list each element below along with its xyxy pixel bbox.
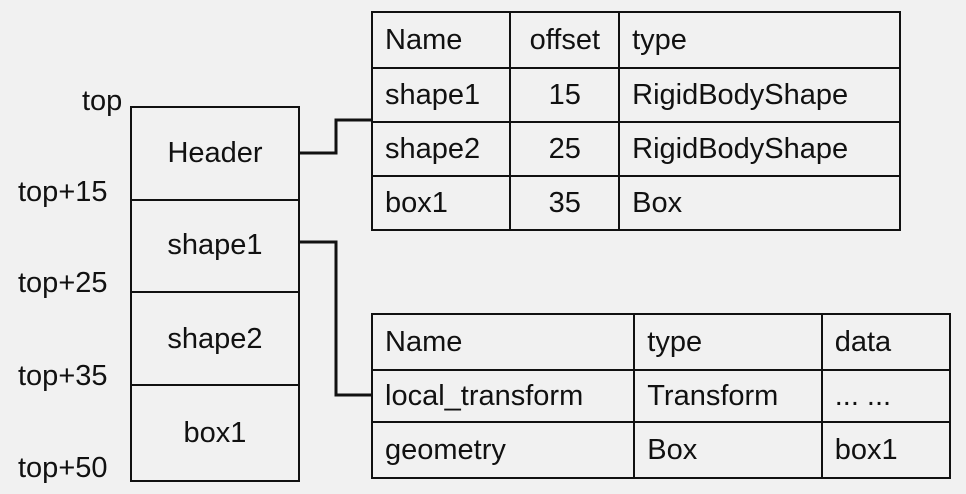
cell-offset: 35 [509, 175, 621, 231]
column-header-type: type [633, 313, 823, 371]
cell-name: local_transform [370, 369, 636, 423]
column-header-type: type [618, 11, 901, 69]
memory-block-header: Header [130, 106, 300, 201]
offset-label-top-15: top+15 [18, 176, 108, 208]
cell-offset: 15 [509, 67, 621, 123]
cell-type: Box [618, 175, 901, 231]
cell-data: ... ... [820, 369, 952, 423]
table-row: shape1 15 RigidBodyShape [370, 67, 901, 123]
memory-block-box1: box1 [130, 384, 300, 482]
offset-label-top: top [82, 85, 123, 117]
column-header-offset: offset [509, 11, 621, 69]
cell-name: shape2 [370, 121, 512, 177]
offset-label-top-50: top+50 [18, 452, 108, 484]
cell-data: box1 [820, 421, 952, 479]
column-header-data: data [820, 313, 952, 371]
table-row: box1 35 Box [370, 175, 901, 231]
cell-name: box1 [370, 175, 512, 231]
table-row: local_transform Transform ... ... [370, 369, 952, 423]
table-header-row: Name offset type [370, 11, 901, 69]
cell-type: Transform [633, 369, 823, 423]
offset-label-top-25: top+25 [18, 267, 108, 299]
cell-type: Box [633, 421, 823, 479]
cell-type: RigidBodyShape [618, 121, 901, 177]
column-header-name: Name [370, 11, 512, 69]
shape1-connector [300, 240, 372, 397]
column-header-name: Name [370, 313, 636, 371]
cell-name: shape1 [370, 67, 512, 123]
header-connector [300, 118, 372, 155]
shape-field-table: Name type data local_transform Transform… [370, 313, 952, 479]
table-header-row: Name type data [370, 313, 952, 371]
offset-label-top-35: top+35 [18, 360, 108, 392]
table-row: shape2 25 RigidBodyShape [370, 121, 901, 177]
cell-type: RigidBodyShape [618, 67, 901, 123]
cell-offset: 25 [509, 121, 621, 177]
cell-name: geometry [370, 421, 636, 479]
header-offset-table: Name offset type shape1 15 RigidBodyShap… [370, 11, 901, 231]
table-row: geometry Box box1 [370, 421, 952, 479]
